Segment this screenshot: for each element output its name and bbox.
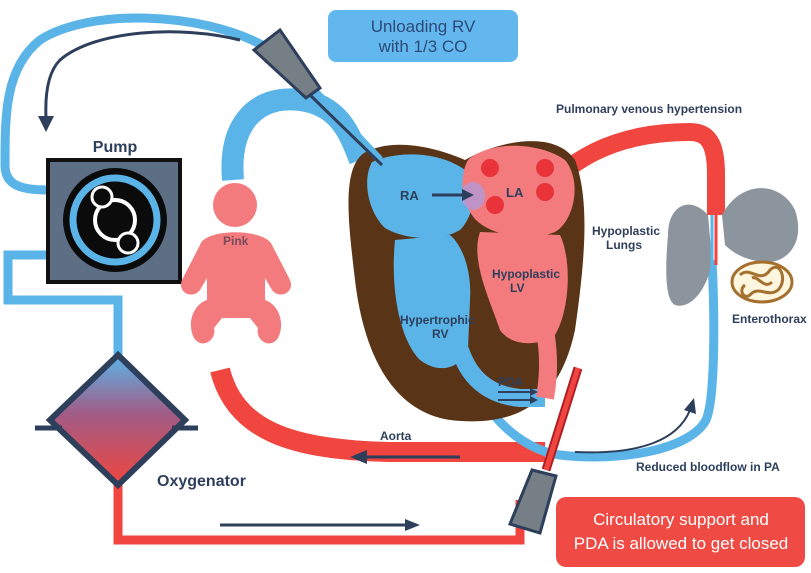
oxygenator-label: Oxygenator: [157, 473, 246, 490]
hypoplastic-lungs-label-2: Lungs: [606, 238, 642, 252]
la-spot: [536, 159, 554, 177]
arterial-cannula: [507, 366, 583, 535]
right-lung: [666, 204, 712, 306]
lungs: [666, 188, 799, 306]
support-callout-line2: PDA is allowed to get closed: [574, 534, 789, 553]
right-ventricle: [393, 235, 471, 369]
hypoplastic-lv-label-1: Hypoplastic: [492, 267, 560, 281]
pda-label: PDA: [498, 375, 524, 389]
unloading-callout-line2: with 1/3 CO: [378, 37, 468, 56]
baby: [181, 183, 291, 344]
return-flow-arrowhead: [405, 519, 420, 531]
left-ventricle: [477, 232, 568, 344]
pulmonary-venous-hypertension-label: Pulmonary venous hypertension: [556, 102, 742, 116]
pulmonary-venous-path: [554, 122, 725, 215]
oxygenator-body: [45, 350, 190, 490]
atrial-shunt: [461, 182, 485, 210]
hypoplastic-lv-label-2: LV: [510, 281, 524, 295]
venous-flow-arrowhead: [38, 116, 54, 132]
pump-rotor-tube: [69, 174, 161, 266]
enterothorax-intestines: [730, 260, 794, 304]
reduced-bloodflow-label: Reduced bloodflow in PA: [636, 460, 780, 474]
hypertrophic-rv-label-1: Hypertrophic: [400, 313, 475, 327]
pump-to-oxygenator-line: [3, 250, 123, 355]
svc-loop: [221, 88, 371, 181]
hypoplastic-lungs-label-1: Hypoplastic: [592, 224, 660, 238]
support-callout-box: [556, 497, 805, 567]
pink-label: Pink: [223, 234, 249, 248]
la-spot: [536, 183, 554, 201]
venous-drainage-line: [0, 13, 267, 195]
unloading-callout-line1: Unloading RV: [371, 17, 476, 36]
pa-flow-arrow: [574, 409, 691, 454]
right-atrium: [367, 154, 474, 239]
baby-head: [213, 183, 257, 227]
heart: [348, 141, 585, 422]
aorta-loop: [210, 367, 545, 462]
pump: [46, 158, 182, 284]
aorta-label: Aorta: [380, 429, 412, 443]
lv-outflow: [536, 328, 558, 400]
pa-flow-arrowhead: [684, 398, 696, 414]
venous-cannula: [251, 27, 384, 167]
left-lung: [722, 188, 799, 262]
oxygenator: [35, 350, 198, 490]
hypertrophic-rv-label-2: RV: [432, 327, 448, 341]
unloading-callout-box: [328, 10, 518, 62]
rv-outflow: [451, 346, 545, 407]
ra-label: RA: [400, 188, 419, 203]
la-spot: [481, 159, 499, 177]
baby-body: [181, 232, 291, 344]
pump-label: Pump: [93, 139, 138, 156]
enterothorax-label: Enterothorax: [732, 312, 807, 326]
venous-flow-arrow: [44, 30, 241, 119]
la-label: LA: [506, 185, 524, 200]
pump-roller: [116, 231, 140, 255]
pda-arrowhead-1: [530, 388, 538, 396]
ra-la-arrowhead: [462, 189, 474, 201]
pump-roller: [90, 185, 114, 209]
support-callout-line1: Circulatory support and: [593, 510, 769, 529]
pda-arrowhead-2: [530, 396, 538, 404]
pump-rotor: [93, 198, 137, 242]
pulmonary-artery-path: [465, 259, 719, 462]
aorta-flow-arrowhead: [350, 450, 367, 464]
la-spot: [486, 196, 504, 214]
